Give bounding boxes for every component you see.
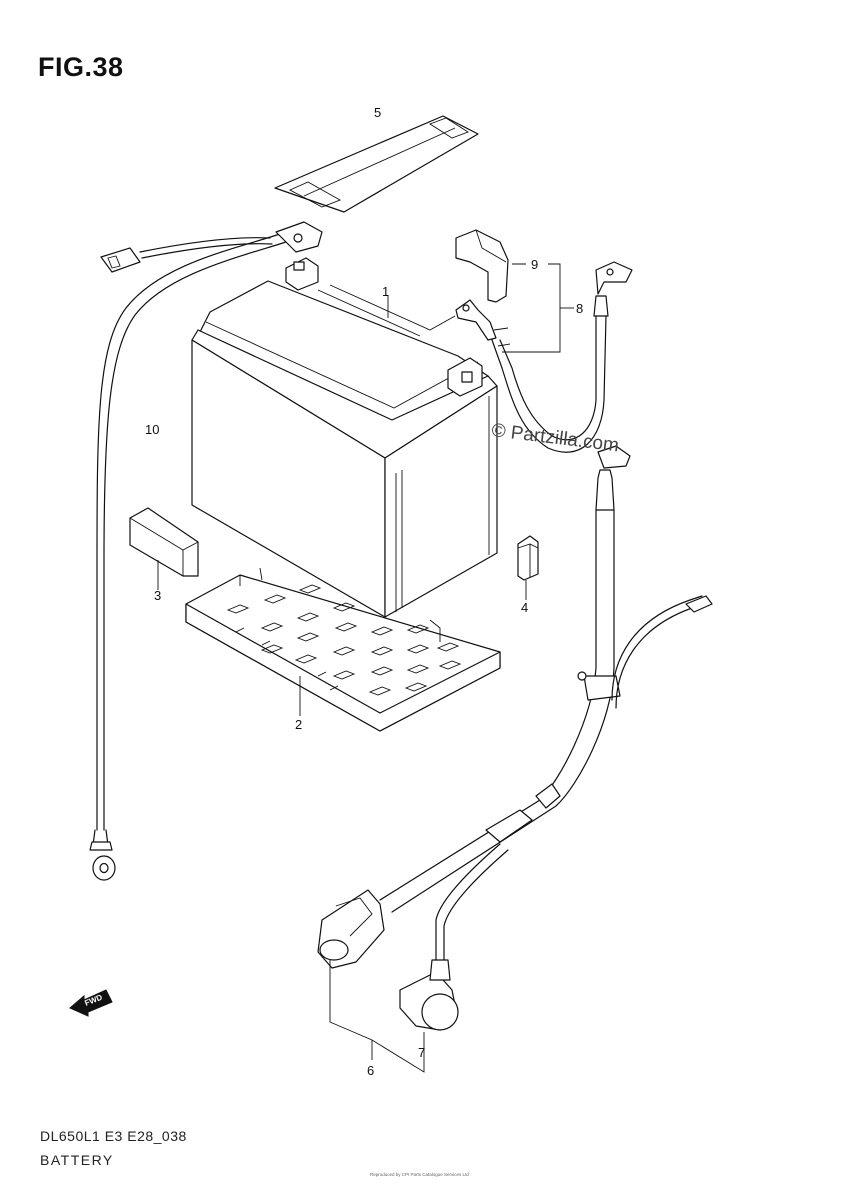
battery-cable bbox=[455, 261, 633, 453]
terminal-cover bbox=[455, 229, 509, 303]
cushion-small bbox=[517, 535, 539, 581]
footer-diagram-name: BATTERY bbox=[40, 1152, 114, 1168]
tray-slots bbox=[226, 584, 462, 696]
callout-5: 5 bbox=[374, 105, 381, 120]
callout-2: 2 bbox=[295, 717, 302, 732]
callout-10: 10 bbox=[145, 422, 159, 437]
battery-tray bbox=[185, 567, 501, 732]
callout-7: 7 bbox=[418, 1045, 425, 1060]
figure-title: FIG.38 bbox=[38, 52, 124, 82]
sub-lead-wire bbox=[435, 595, 713, 961]
callout-4: 4 bbox=[521, 600, 528, 615]
callouts: 1 2 3 4 5 6 7 8 9 10 bbox=[145, 105, 583, 1078]
battery-pad bbox=[129, 507, 199, 577]
leader-lines bbox=[157, 263, 574, 1073]
callout-9: 9 bbox=[531, 257, 538, 272]
footer-diagram-code: DL650L1 E3 E28_038 bbox=[40, 1128, 187, 1144]
callout-3: 3 bbox=[154, 588, 161, 603]
starter-cable bbox=[317, 445, 631, 969]
callout-8: 8 bbox=[576, 301, 583, 316]
harness-lead-wire bbox=[89, 221, 323, 881]
battery bbox=[191, 257, 498, 618]
starter-relay bbox=[399, 959, 459, 1031]
battery-strap bbox=[274, 115, 479, 213]
fwd-arrow-icon: FWD bbox=[69, 989, 113, 1017]
callout-6: 6 bbox=[367, 1063, 374, 1078]
copyright-notice: Reproduced by CPI Parts Catalogue Servic… bbox=[370, 1172, 469, 1177]
callout-1: 1 bbox=[382, 284, 389, 299]
